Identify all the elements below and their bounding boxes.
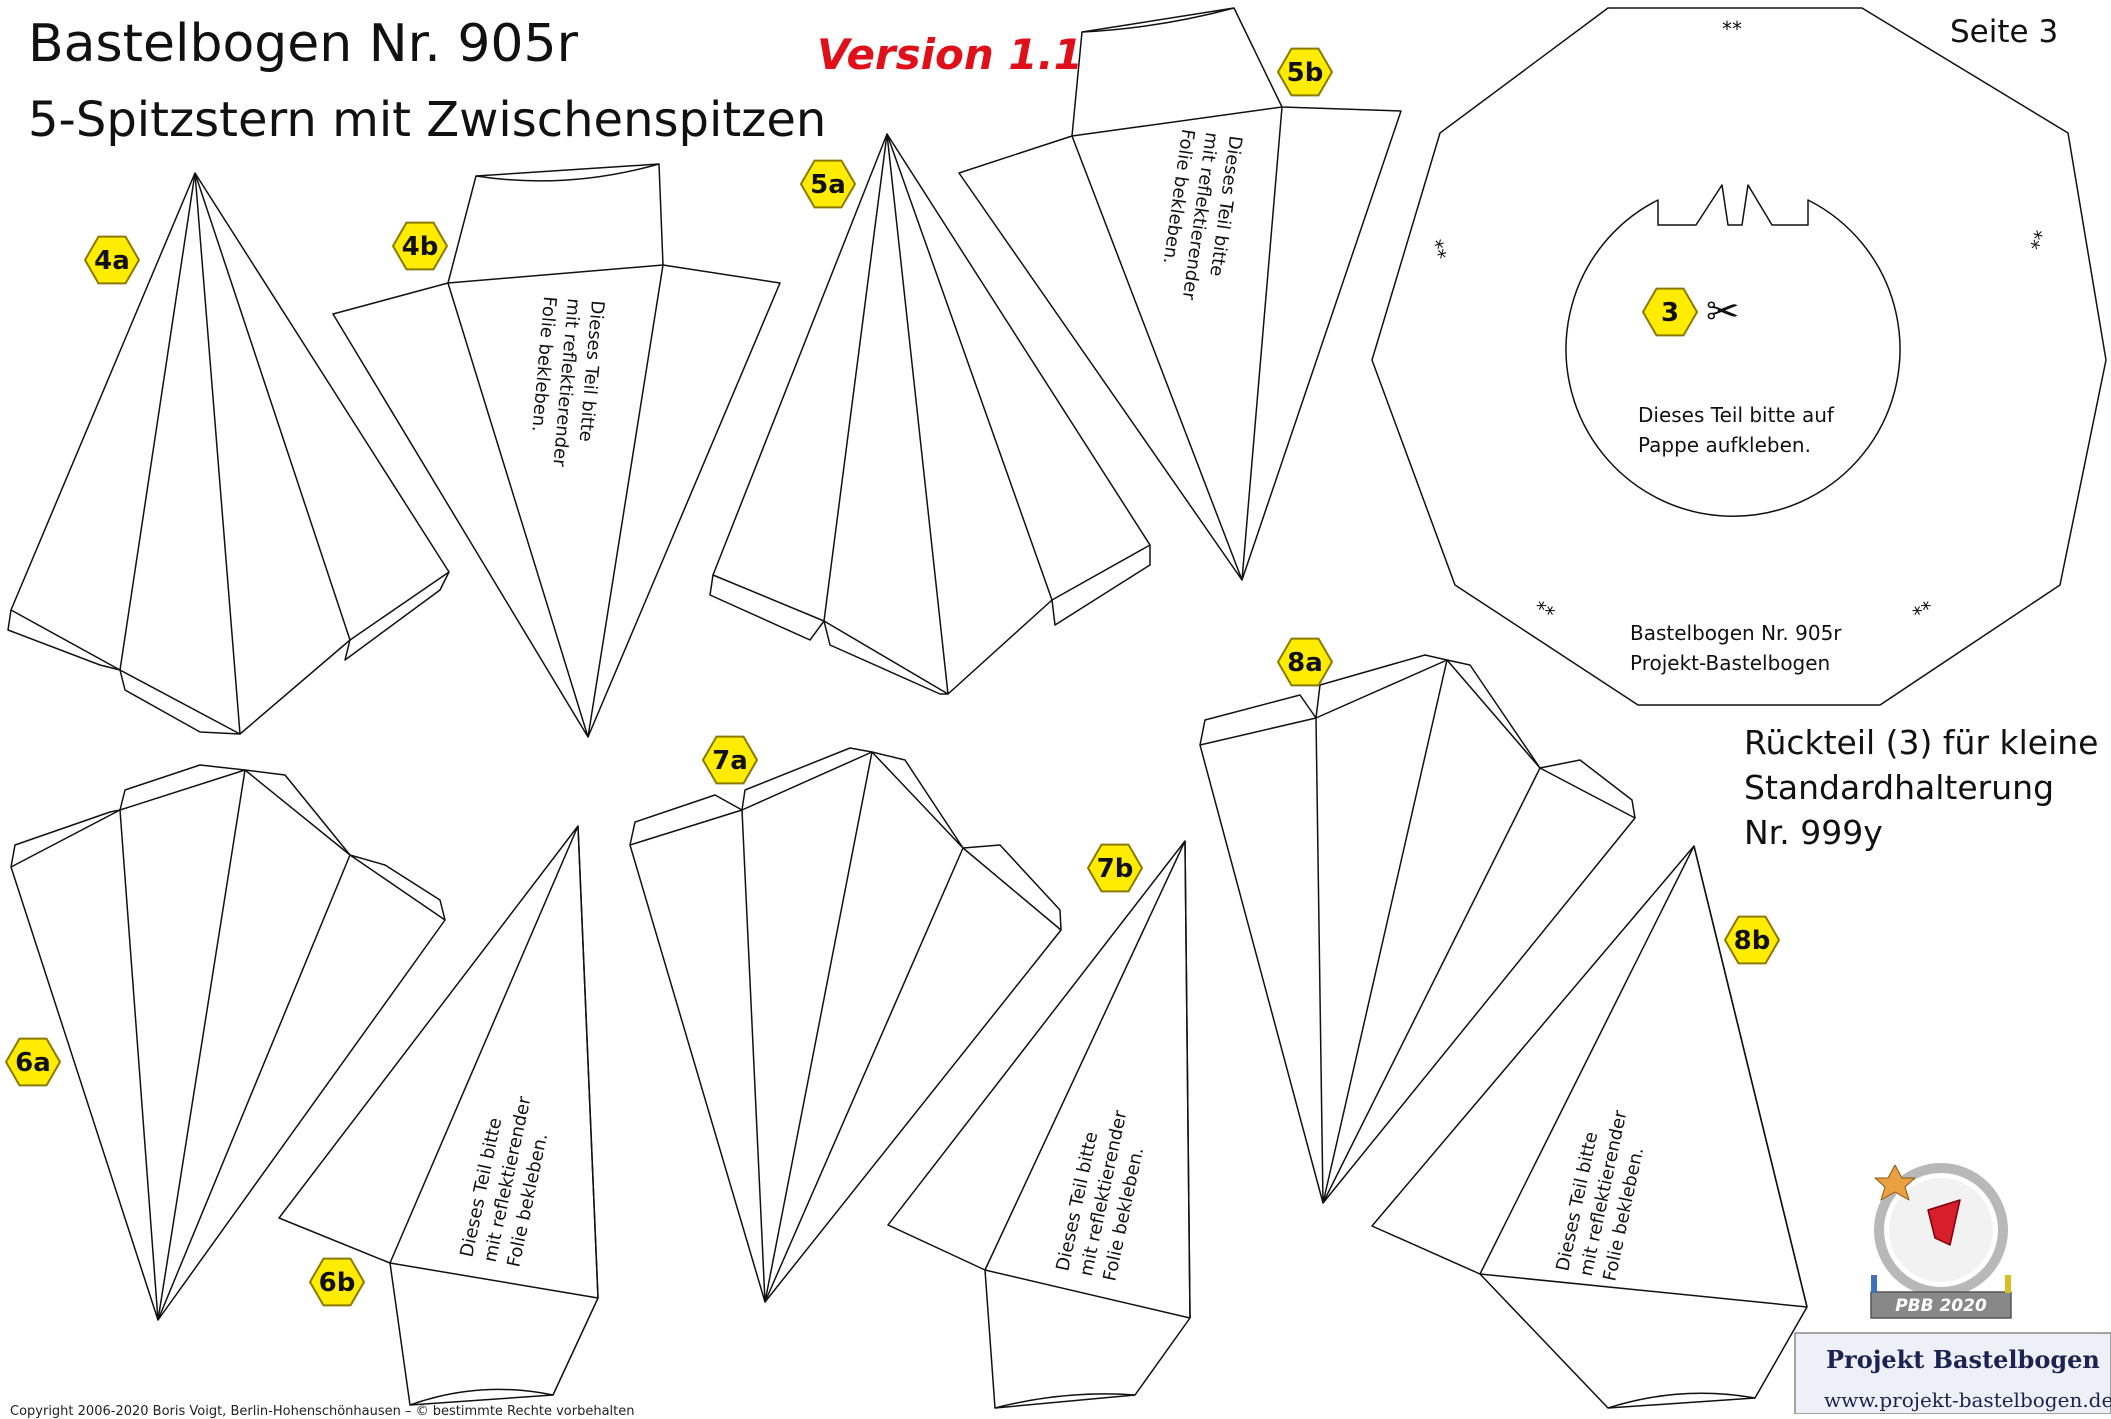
instruction-8b: Dieses Teil bitte mit reflektierender Fo… xyxy=(1552,1108,1648,1283)
sheet-title: Bastelbogen Nr. 905r xyxy=(28,14,578,74)
part-5b-outline xyxy=(958,7,1402,581)
badge-label: 5a xyxy=(810,170,846,200)
badge-p3: 3 xyxy=(1642,287,1698,337)
badge-hexagon-icon xyxy=(1277,637,1333,687)
scissors-icon: ✂ xyxy=(1706,289,1740,335)
logo-badge-plate xyxy=(1870,1291,2012,1319)
glue-mark-bottom-left: ** xyxy=(1530,596,1559,627)
part-8b xyxy=(1371,845,1808,1409)
badge-p5b: 5b xyxy=(1277,47,1333,97)
back-plate-footer-line2: Projekt-Bastelbogen xyxy=(1630,651,1830,675)
badge-hexagon-icon xyxy=(1642,287,1698,337)
sheet-subtitle: 5-Spitzstern mit Zwischenspitzen xyxy=(28,92,827,148)
part-7a xyxy=(629,747,1062,1303)
part-6a-outline xyxy=(10,769,446,1321)
logo-badge-text: PBB 2020 xyxy=(1895,1296,1987,1316)
part-4b-outline xyxy=(332,163,781,738)
badge-label: 4b xyxy=(402,232,439,262)
part-8a-outline xyxy=(1199,659,1636,1204)
instruction-7b: Dieses Teil bitte mit reflektierender Fo… xyxy=(1052,1108,1148,1283)
badge-hexagon-icon xyxy=(392,221,448,271)
cardboard-instruction-line2: Pappe aufkleben. xyxy=(1638,433,1811,457)
badge-label: 4a xyxy=(94,246,130,276)
badge-hexagon-icon xyxy=(309,1257,365,1307)
badge-hexagon-icon xyxy=(1087,843,1143,893)
badge-p4a: 4a xyxy=(84,235,140,285)
version-label: Version 1.1 xyxy=(817,30,1083,79)
part-7b xyxy=(887,840,1191,1409)
part-6b xyxy=(278,825,599,1406)
note-line1: Rückteil (3) für kleine xyxy=(1744,723,2099,762)
note-line3: Nr. 999y xyxy=(1744,813,1883,852)
copyright: Copyright 2006-2020 Boris Voigt, Berlin-… xyxy=(10,1404,635,1419)
part-4a-outline xyxy=(10,172,450,735)
badge-p7a: 7a xyxy=(702,735,758,785)
part-6a xyxy=(10,764,446,1321)
logo-star-icon xyxy=(1927,1199,1961,1246)
part-7a-outline xyxy=(629,751,1062,1303)
badge-p8b: 8b xyxy=(1724,915,1780,965)
glue-mark-right: ** xyxy=(2026,228,2054,254)
instruction-6b: Dieses Teil bitte mit reflektierender Fo… xyxy=(456,1094,552,1269)
badge-p7b: 7b xyxy=(1087,843,1143,893)
badge-hexagon-icon xyxy=(800,159,856,209)
part-4b xyxy=(332,163,781,738)
badge-hexagon-icon xyxy=(702,735,758,785)
badge-p6b: 6b xyxy=(309,1257,365,1307)
part-8a xyxy=(1199,654,1636,1204)
pbb-logo: PBB 2020 xyxy=(1794,1163,2111,1414)
logo-title: Projekt Bastelbogen xyxy=(1826,1345,2100,1374)
logo-scroll xyxy=(1794,1332,2111,1414)
inner-circle-cutout xyxy=(1565,184,1901,517)
badge-label: 8b xyxy=(1734,926,1771,956)
part-4a xyxy=(7,172,450,735)
badge-p4b: 4b xyxy=(392,221,448,271)
badge-hexagon-icon xyxy=(84,235,140,285)
logo-url: www.projekt-bastelbogen.de xyxy=(1824,1388,2111,1412)
badge-label: 3 xyxy=(1661,298,1679,328)
badge-p5a: 5a xyxy=(800,159,856,209)
part-5a xyxy=(709,133,1151,695)
part-5b xyxy=(958,7,1402,581)
badge-label: 6a xyxy=(15,1048,51,1078)
note-line2: Standardhalterung xyxy=(1744,768,2055,807)
glue-mark-left: ** xyxy=(1423,237,1451,263)
back-plate-outline xyxy=(1371,7,2107,706)
badge-label: 7b xyxy=(1097,854,1134,884)
part-5a-outline xyxy=(712,133,1151,695)
badge-label: 6b xyxy=(319,1268,356,1298)
logo-ornament-icon xyxy=(1874,1164,1916,1201)
badge-hexagon-icon xyxy=(1724,915,1780,965)
back-plate-footer-line1: Bastelbogen Nr. 905r xyxy=(1630,621,1842,645)
badge-label: 5b xyxy=(1287,58,1324,88)
page-number: Seite 3 xyxy=(1950,14,2059,50)
badge-label: 7a xyxy=(712,746,748,776)
badge-label: 8a xyxy=(1287,648,1323,678)
badge-p6a: 6a xyxy=(5,1037,61,1087)
glue-mark-top: ** xyxy=(1722,17,1742,41)
instruction-4b: Dieses Teil bitte mit reflektierender Fo… xyxy=(527,295,608,468)
back-part-note: Rückteil (3) für kleine Standardhalterun… xyxy=(1744,720,2098,855)
part-3-back-plate xyxy=(1371,7,2107,706)
instruction-5b: Dieses Teil bitte mit reflektierender Fo… xyxy=(1159,128,1246,302)
glue-mark-bottom-right: ** xyxy=(1909,596,1938,627)
badge-hexagon-icon xyxy=(1277,47,1333,97)
cardboard-instruction-line1: Dieses Teil bitte auf xyxy=(1638,403,1835,427)
badge-p8a: 8a xyxy=(1277,637,1333,687)
badge-hexagon-icon xyxy=(5,1037,61,1087)
